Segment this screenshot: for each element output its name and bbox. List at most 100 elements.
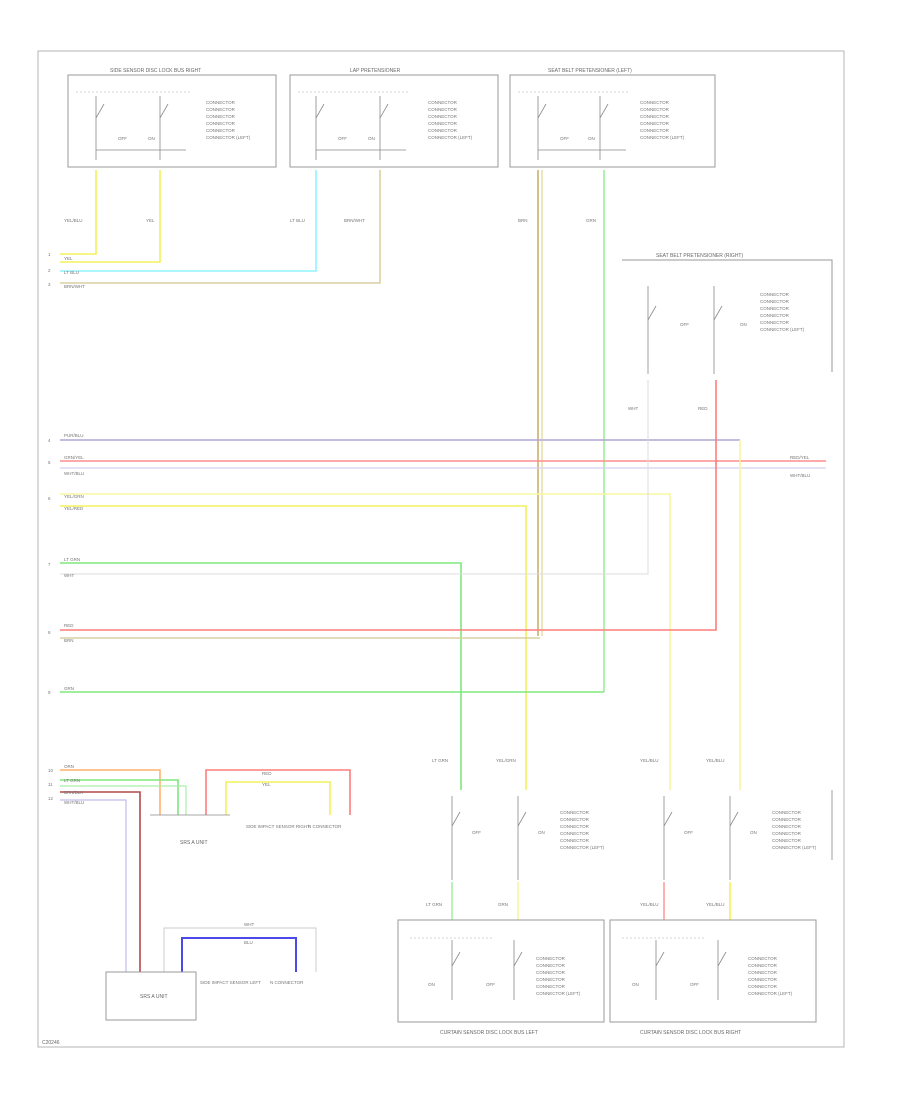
connector-note-group-7: CONNECTOR CONNECTOR CONNECTOR CONNECTOR …: [536, 956, 581, 996]
label-bot-3: BRN/BLK: [64, 790, 83, 795]
sw-off-a: OFF: [118, 136, 127, 141]
cn6-l5: CONNECTOR: [772, 838, 802, 843]
seat-sensor-right-box: SIDE SENSOR DISC LOCK BUS RIGHT OFF ON: [67, 68, 277, 168]
cn6-l3: CONNECTOR: [772, 824, 802, 829]
cn7-l2: CONNECTOR: [536, 963, 566, 968]
sw-off-c: OFF: [560, 136, 569, 141]
cn1-l5: CONNECTOR: [206, 128, 236, 133]
pin-3: 3: [48, 282, 51, 287]
sw-on-g: ON: [428, 982, 435, 987]
srs-bottom-label: SRS A UNIT: [140, 994, 168, 1000]
lap-pretensioner-box: LAP PRETENSIONER OFF ON: [289, 68, 499, 168]
label-top-6: GRN: [586, 218, 596, 223]
cn7-l5: CONNECTOR: [536, 984, 566, 989]
cn1-l2: CONNECTOR: [206, 107, 236, 112]
diagram-code: C20246: [42, 1040, 60, 1046]
label-mid-9: BRN: [64, 638, 74, 643]
wire-yellow-bus-2: [60, 505, 527, 790]
label-top-1: YEL/BLU: [64, 218, 83, 223]
label-bot-1: ORN: [64, 764, 74, 769]
cn6-l1: CONNECTOR: [772, 810, 802, 815]
impact-sensor-bottom: SIDE IMPACT SENSOR LEFT: [200, 980, 261, 985]
cn6-l4: CONNECTOR: [772, 831, 802, 836]
connector-note-group-5: CONNECTOR CONNECTOR CONNECTOR CONNECTOR …: [560, 810, 605, 850]
connector-bottom: N CONNECTOR: [270, 980, 304, 985]
label-pret-1: WHT: [628, 406, 638, 411]
wire-red-bottom: [205, 769, 351, 815]
pin-11: 11: [48, 782, 53, 787]
wire-white-bus: [60, 380, 649, 575]
wire-tan-top: [60, 170, 381, 284]
label-mid-10: GRN: [64, 686, 74, 691]
label-curt-8: YEL/BLU: [706, 902, 725, 907]
curtain-sensor-left-box: ON OFF CURTAIN SENSOR DISC LOCK BUS LEFT: [397, 919, 605, 1036]
label-curt-3: YEL/BLU: [640, 758, 659, 763]
label-mid-8: RED: [64, 623, 74, 628]
sw-on-d: ON: [740, 322, 747, 327]
srs-unit-top: SRS A UNIT: [150, 814, 230, 846]
connector-note-group-8: CONNECTOR CONNECTOR CONNECTOR CONNECTOR …: [748, 956, 793, 996]
cn5-l3: CONNECTOR: [560, 824, 590, 829]
label-top-3: LT BLU: [290, 218, 305, 223]
cn2-l2: CONNECTOR: [428, 107, 458, 112]
cn3-l3: CONNECTOR: [640, 114, 670, 119]
sbp-left-title: SEAT BELT PRETENSIONER (LEFT): [548, 68, 632, 74]
sw-off-e: OFF: [472, 830, 481, 835]
wire-yellow-bus-1: [60, 493, 671, 790]
wire-yellow-bottom: [225, 781, 331, 815]
pin-9: 9: [48, 690, 51, 695]
curtain-right-title: CURTAIN SENSOR DISC LOCK BUS RIGHT: [640, 1030, 741, 1036]
pin-6: 6: [48, 496, 51, 501]
label-curt-6: GRN: [498, 902, 508, 907]
connector-note-group-6: CONNECTOR CONNECTOR CONNECTOR CONNECTOR …: [772, 810, 817, 850]
label-left-2: LT BLU: [64, 270, 79, 275]
pin-5: 5: [48, 460, 51, 465]
sw-off-f: OFF: [684, 830, 693, 835]
cn3-l4: CONNECTOR: [640, 121, 670, 126]
cn8-l1: CONNECTOR: [748, 956, 778, 961]
wire-blue: [181, 937, 297, 972]
wire-yellow-top: [60, 170, 161, 263]
wire-orange: [60, 769, 161, 815]
sw-on-b: ON: [368, 136, 375, 141]
label-mid-4: YEL/GRN: [64, 494, 84, 499]
cn8-l6: CONNECTOR (LEFT): [748, 991, 793, 996]
curtain-left-title: CURTAIN SENSOR DISC LOCK BUS LEFT: [440, 1030, 538, 1036]
sw-off-g: OFF: [486, 982, 495, 987]
label-curt-2: YEL/GRN: [496, 758, 516, 763]
cn4-l4: CONNECTOR: [760, 313, 790, 318]
cn4-l2: CONNECTOR: [760, 299, 790, 304]
label-bot-8: BLU: [244, 940, 253, 945]
cn6-l2: CONNECTOR: [772, 817, 802, 822]
cn7-l4: CONNECTOR: [536, 977, 566, 982]
wire-darkred: [60, 791, 141, 972]
label-bot-4: WHT/BLU: [64, 800, 84, 805]
label-curt-5: LT GRN: [426, 902, 442, 907]
cn8-l5: CONNECTOR: [748, 984, 778, 989]
connector-top: N CONNECTOR: [308, 824, 342, 829]
pin-1: 1: [48, 252, 51, 257]
cn5-l1: CONNECTOR: [560, 810, 590, 815]
cn8-l3: CONNECTOR: [748, 970, 778, 975]
label-bot-5: RED: [262, 771, 272, 776]
connector-note-group-3: CONNECTOR CONNECTOR CONNECTOR CONNECTOR …: [640, 100, 685, 140]
cn2-l5: CONNECTOR: [428, 128, 458, 133]
cn8-l2: CONNECTOR: [748, 963, 778, 968]
sw-on-f: ON: [750, 830, 757, 835]
pin-12: 12: [48, 796, 54, 801]
sw-on-c: ON: [588, 136, 595, 141]
cn2-l3: CONNECTOR: [428, 114, 458, 119]
diagram-frame: [37, 50, 845, 1048]
lap-pretensioner-title: LAP PRETENSIONER: [350, 68, 401, 74]
label-curt-1: LT GRN: [432, 758, 448, 763]
label-mid-7: WHT: [64, 573, 74, 578]
cn5-l5: CONNECTOR: [560, 838, 590, 843]
sbp-right-title: SEAT BELT PRETENSIONER (RIGHT): [656, 253, 743, 259]
label-bot-2: LT GRN: [64, 778, 80, 783]
pin-8: 8: [48, 630, 51, 635]
cn5-l6: CONNECTOR (LEFT): [560, 845, 605, 850]
label-mid-2: GRN/YEL: [64, 455, 84, 460]
connector-note-group-1: CONNECTOR CONNECTOR CONNECTOR CONNECTOR …: [206, 100, 251, 140]
label-curt-4: YEL/BLU: [706, 758, 725, 763]
srs-unit-bottom: SRS A UNIT: [105, 971, 197, 1021]
